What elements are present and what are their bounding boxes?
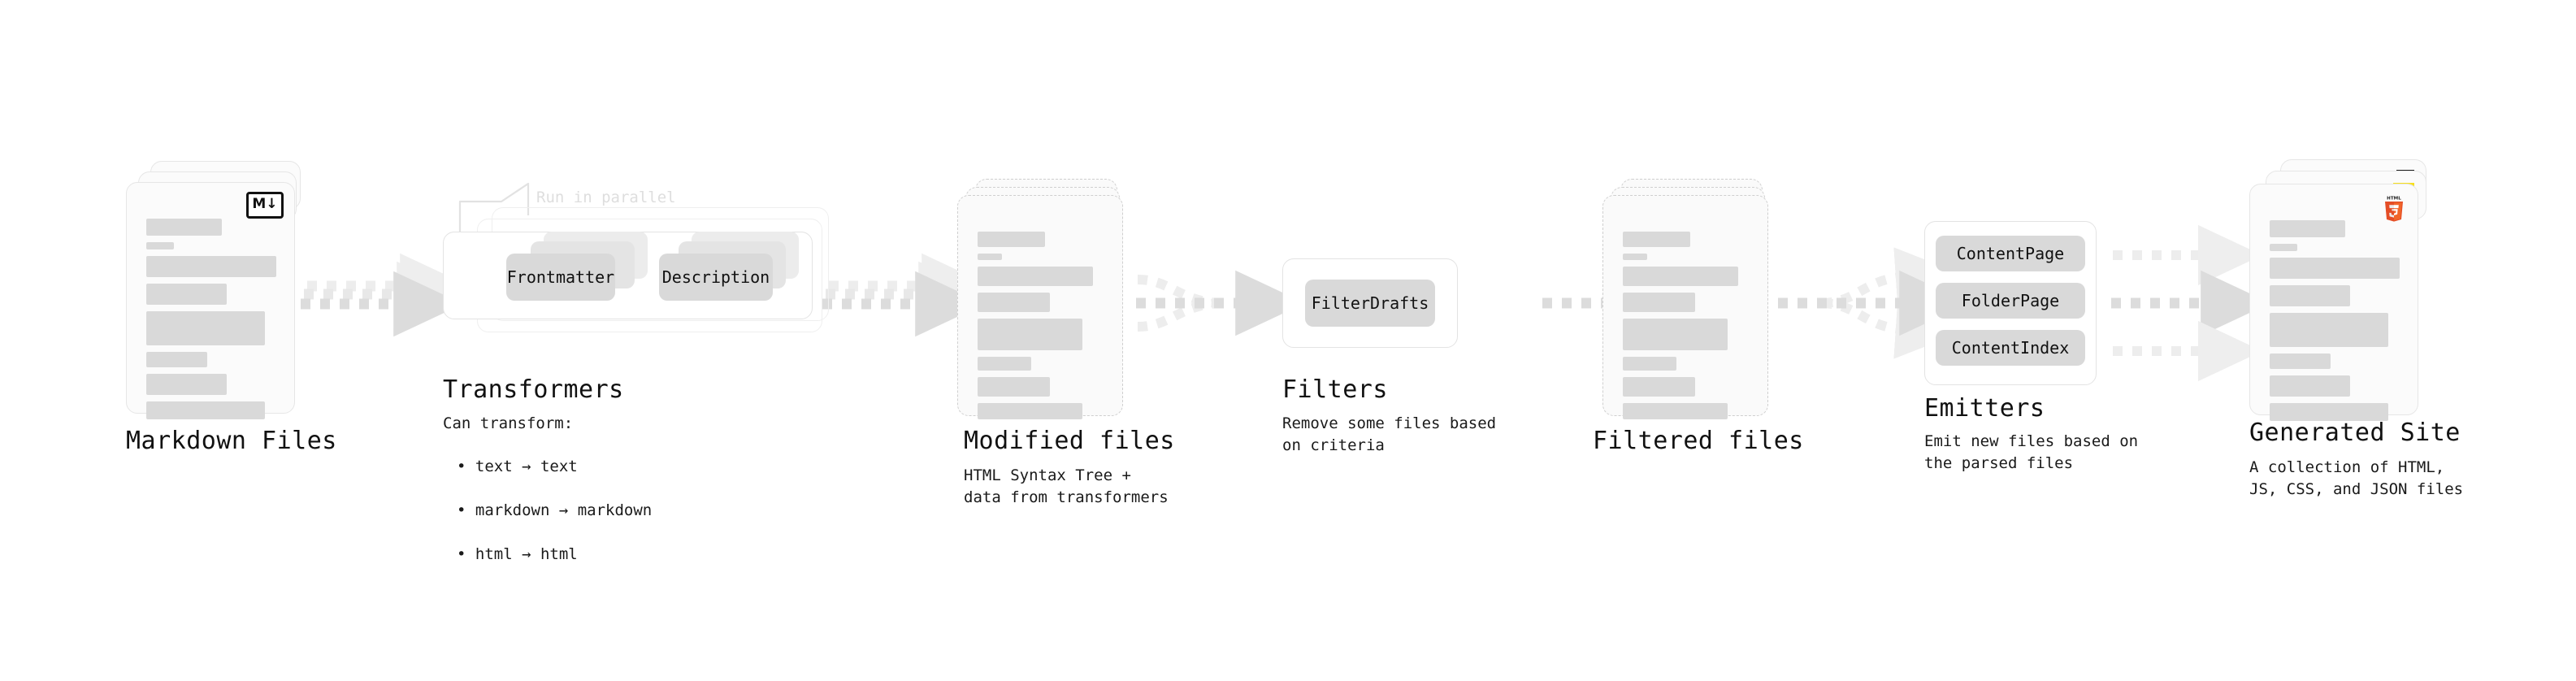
modified-card-front (957, 195, 1123, 419)
transformer-chip-description[interactable]: Description (659, 254, 773, 301)
html5-icon: HTML (2385, 196, 2403, 222)
generated-site-description: A collection of HTML, JS, CSS, and JSON … (2249, 458, 2464, 498)
filters-title: Filters (1282, 375, 1388, 404)
markdown-files-title: Markdown Files (126, 427, 337, 455)
transformers-bullet-2: • html → html (457, 544, 578, 563)
generated-site-title: Generated Site (2249, 419, 2461, 447)
filters-chip-filterdrafts[interactable]: FilterDrafts (1305, 280, 1435, 327)
filters-description: Remove some files based on criteria (1282, 414, 1497, 454)
markdown-content-bars (146, 219, 276, 426)
connector-emitters-to-site (2111, 224, 2270, 382)
transformers-title: Transformers (443, 375, 624, 404)
transformers-description: Can transform: (443, 414, 574, 432)
markdown-card-front: M↓ (126, 182, 295, 419)
emitters-chip-contentpage[interactable]: ContentPage (1936, 236, 2085, 271)
transformers-group: Frontmatter Description (443, 207, 833, 362)
emitters-description: Emit new files based on the parsed files (1924, 432, 2139, 472)
transformers-bullet-0: • text → text (457, 457, 578, 475)
filtered-files-stack (1602, 179, 1789, 439)
site-card-html: HTML (2249, 184, 2418, 421)
filtered-files-title: Filtered files (1593, 427, 1804, 455)
svg-text:HTML: HTML (2387, 196, 2401, 201)
filtered-content-bars (1623, 232, 1750, 426)
transformers-bullet-1: • markdown → markdown (457, 501, 653, 519)
modified-content-bars (978, 232, 1104, 426)
connector-modified-to-filters (1136, 270, 1305, 336)
emitters-chip-contentindex[interactable]: ContentIndex (1936, 330, 2085, 366)
emitters-title: Emitters (1924, 394, 2045, 423)
emitters-group: ContentPage FolderPage ContentIndex (1924, 221, 2111, 388)
run-in-parallel-label: Run in parallel (536, 189, 676, 206)
filters-group: FilterDrafts (1282, 258, 1461, 352)
modified-files-description: HTML Syntax Tree + data from transformer… (964, 466, 1169, 506)
connector-transformers-to-modified (822, 253, 991, 337)
modified-files-title: Modified files (964, 427, 1175, 455)
filtered-card-front (1602, 195, 1768, 419)
connector-filtered-to-emitters (1778, 247, 1969, 359)
markdown-icon-label: M↓ (252, 196, 278, 212)
transformer-chip-frontmatter[interactable]: Frontmatter (506, 254, 615, 301)
emitters-chip-folderpage[interactable]: FolderPage (1936, 283, 2085, 319)
site-content-bars (2270, 220, 2400, 427)
connector-markdown-to-transformers (301, 253, 470, 337)
modified-files-stack (957, 179, 1144, 439)
markdown-files-stack: M↓ (126, 161, 313, 421)
transformers-bullets: • text → text • markdown → markdown • ht… (457, 434, 652, 588)
markdown-icon: M↓ (246, 192, 284, 219)
generated-site-stack: CSS HTML (2249, 159, 2444, 427)
